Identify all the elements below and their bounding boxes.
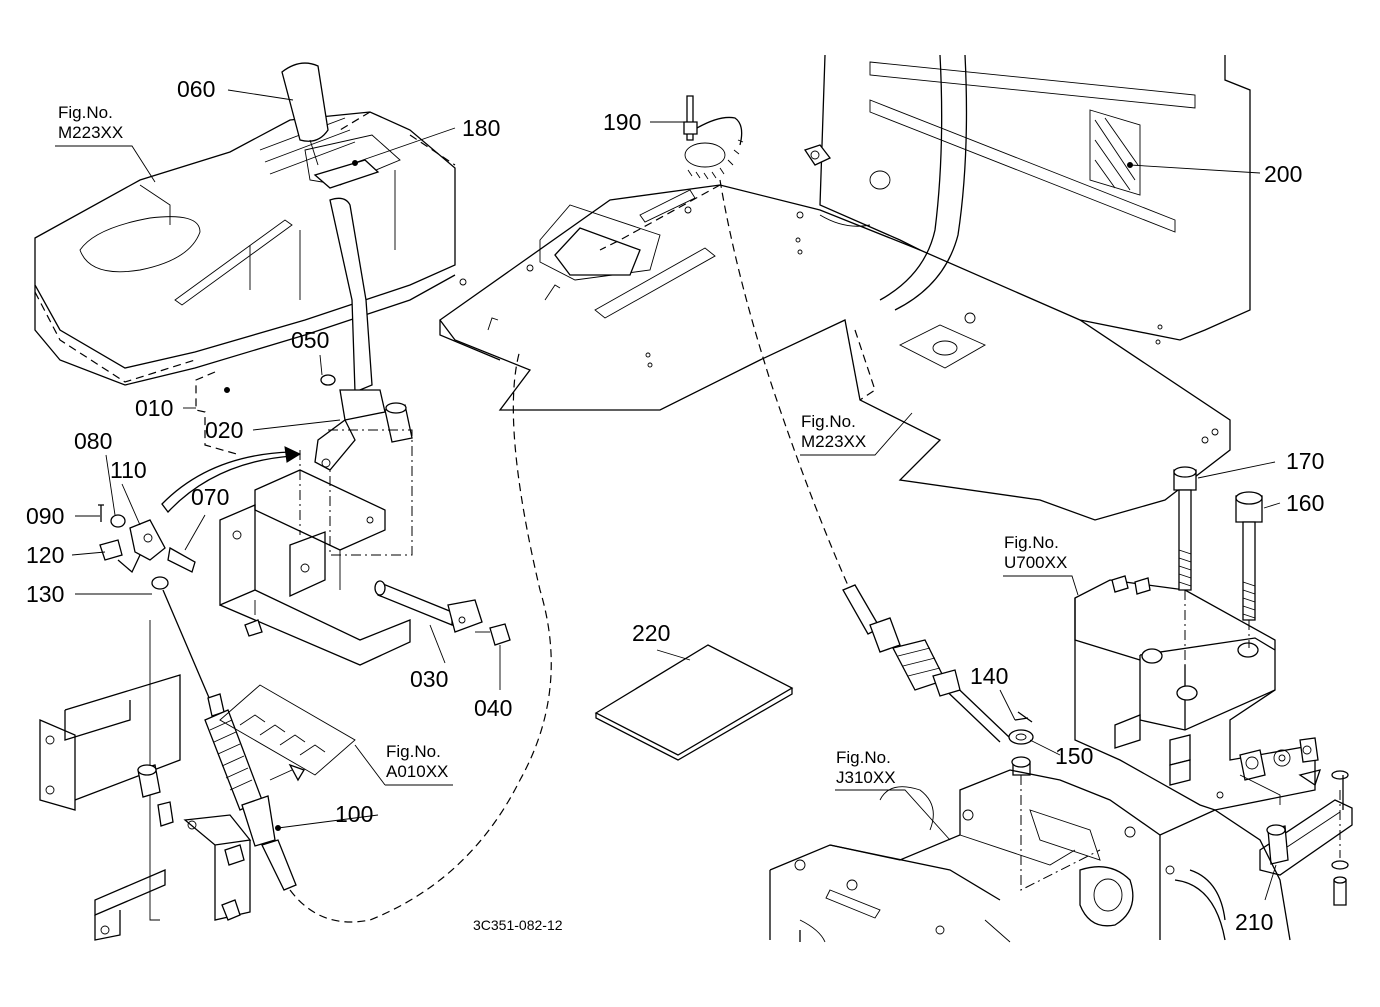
callout-070: 070 — [191, 484, 230, 510]
figure-ref-line1: Fig.No. — [386, 742, 441, 761]
callout-160: 160 — [1286, 490, 1325, 516]
lever-bracket — [149, 469, 411, 921]
callout-020: 020 — [205, 417, 244, 443]
callout-080: 080 — [74, 428, 113, 454]
console-cover — [34, 111, 456, 386]
figure-ref-line2: A010XX — [386, 761, 449, 781]
callout-210: 210 — [1235, 909, 1274, 935]
callout-060: 060 — [177, 76, 216, 102]
callout-120: 120 — [26, 542, 65, 568]
callout-190: 190 — [603, 109, 642, 135]
lower-frame — [39, 674, 252, 941]
control-cable — [162, 349, 552, 923]
figure-ref-line2: M223XX — [58, 122, 124, 142]
callout-050: 050 — [291, 327, 330, 353]
transmission-case — [769, 769, 1291, 943]
figure-ref-a010[interactable]: Fig.No. A010XX — [386, 742, 448, 781]
callout-220: 220 — [632, 620, 671, 646]
figure-ref-line1: Fig.No. — [58, 103, 113, 122]
figure-ref-line1: Fig.No. — [1004, 533, 1059, 552]
figure-ref-m223-left[interactable]: Fig.No. M223XX — [58, 103, 123, 142]
callout-130: 130 — [26, 581, 65, 607]
figure-ref-m223-right[interactable]: Fig.No. M223XX — [801, 412, 866, 451]
figure-ref-line1: Fig.No. — [801, 412, 856, 431]
callout-030: 030 — [410, 666, 449, 692]
callout-200: 200 — [1264, 161, 1303, 187]
cable-clip — [683, 95, 744, 180]
figure-ref-line2: U700XX — [1004, 552, 1068, 572]
linkage-small-parts — [98, 446, 302, 590]
floor-frame — [439, 184, 1231, 521]
shift-lever — [281, 62, 413, 471]
pivot-shaft — [374, 580, 511, 646]
figure-ref-line1: Fig.No. — [836, 748, 891, 767]
rear-cable — [719, 179, 1034, 776]
valve-bolts — [1173, 466, 1263, 680]
callout-170: 170 — [1286, 448, 1325, 474]
figure-ref-line2: M223XX — [801, 431, 867, 451]
control-valve — [1074, 575, 1319, 811]
seat-support-panel — [803, 54, 1251, 345]
callout-150: 150 — [1055, 743, 1094, 769]
callout-010: 010 — [135, 395, 174, 421]
callout-100: 100 — [335, 801, 374, 827]
figure-ref-line2: J310XX — [836, 767, 896, 787]
figure-ref-j310[interactable]: Fig.No. J310XX — [836, 748, 896, 787]
instruction-sheet — [594, 644, 794, 761]
callout-090: 090 — [26, 503, 65, 529]
figure-ref-leaders — [55, 145, 1079, 841]
drawing-code: 3C351-082-12 — [473, 917, 563, 933]
figure-ref-u700[interactable]: Fig.No. U700XX — [1004, 533, 1067, 572]
valve-lever — [1259, 769, 1353, 906]
callout-180: 180 — [462, 115, 501, 141]
leader-lines — [71, 89, 1281, 901]
callout-110: 110 — [110, 457, 147, 483]
callout-040: 040 — [474, 695, 513, 721]
callout-140: 140 — [970, 663, 1009, 689]
plate-a010 — [219, 684, 356, 776]
group-dot — [224, 387, 230, 393]
group-bracket-010 — [195, 371, 241, 456]
